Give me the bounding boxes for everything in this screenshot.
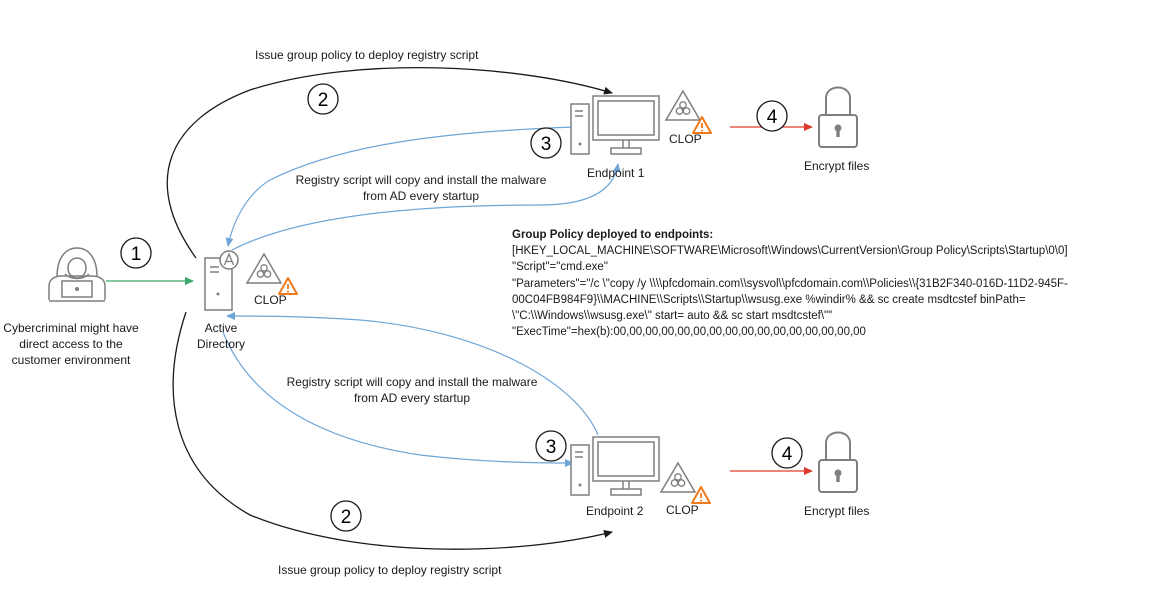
warning-icon <box>692 116 712 134</box>
group-policy-line: "Script"="cmd.exe" <box>512 261 608 274</box>
step-2-marker: 2 <box>307 83 339 115</box>
registry-script-label-bottom: Registry script will copy and install th… <box>277 374 547 406</box>
active-directory-label: Active Directory <box>183 320 259 352</box>
svg-text:1: 1 <box>131 244 142 265</box>
group-policy-line: [HKEY_LOCAL_MACHINE\SOFTWARE\Microsoft\W… <box>512 245 1068 258</box>
svg-text:2: 2 <box>341 507 352 528</box>
biohazard-icon <box>245 252 283 284</box>
desktop-computer-icon <box>570 436 660 496</box>
step-2-marker: 2 <box>330 500 362 532</box>
arrow-script-ad-to-ep2 <box>222 331 574 467</box>
group-policy-line: \"C:\\Windows\\wsusg.exe\" start= auto &… <box>512 310 833 323</box>
server-icon <box>204 250 239 311</box>
svg-text:4: 4 <box>782 444 793 465</box>
svg-text:4: 4 <box>767 107 778 128</box>
svg-text:2: 2 <box>318 90 329 111</box>
arrow-script-ep2-to-ad <box>226 312 599 436</box>
group-policy-line: 00C04FB984F9}\\MACHINE\\Scripts\\Startup… <box>512 293 1026 306</box>
registry-script-line: Registry script will copy and install th… <box>295 173 547 187</box>
attacker-line: Cybercriminal might have <box>3 321 139 335</box>
registry-script-label-top: Registry script will copy and install th… <box>286 172 556 204</box>
clop-label-endpoint-2: CLOP <box>666 503 699 517</box>
desktop-computer-icon <box>570 95 660 155</box>
group-policy-block: Group Policy deployed to endpoints: [HKE… <box>512 227 1068 340</box>
endpoint-1-label: Endpoint 1 <box>587 166 645 180</box>
attacker-label: Cybercriminal might have direct access t… <box>0 320 142 368</box>
step-3-marker: 3 <box>535 430 567 462</box>
padlock-icon <box>818 86 858 148</box>
arrow-script-ep1-to-ad <box>225 126 574 247</box>
arrow-script-ad-to-ep1 <box>231 163 621 251</box>
group-policy-heading: Group Policy deployed to endpoints: <box>512 229 714 241</box>
hacker-icon <box>48 247 106 302</box>
step-4-marker: 4 <box>756 100 788 132</box>
svg-text:3: 3 <box>541 134 552 155</box>
encrypt-files-label-2: Encrypt files <box>804 504 870 518</box>
registry-script-line: from AD every startup <box>362 189 480 203</box>
step-4-marker: 4 <box>771 437 803 469</box>
issue-gp-label-bottom: Issue group policy to deploy registry sc… <box>278 563 502 577</box>
padlock-icon <box>818 431 858 493</box>
endpoint-2-label: Endpoint 2 <box>586 504 644 518</box>
step-3-marker: 3 <box>530 127 562 159</box>
encrypt-files-label-1: Encrypt files <box>804 159 870 173</box>
arrow-gp-to-endpoint2 <box>172 311 613 550</box>
active-directory-line: Directory <box>196 337 245 351</box>
svg-text:3: 3 <box>546 437 557 458</box>
attacker-line: direct access to the <box>19 337 123 351</box>
arrow-gp-to-endpoint1 <box>166 66 613 259</box>
biohazard-icon <box>664 89 702 121</box>
attacker-line: customer environment <box>11 353 131 367</box>
step-1-marker: 1 <box>120 237 152 269</box>
clop-label-endpoint-1: CLOP <box>669 132 702 146</box>
registry-script-line: Registry script will copy and install th… <box>286 375 538 389</box>
warning-icon <box>691 486 711 504</box>
biohazard-icon <box>659 461 697 493</box>
clop-label-ad: CLOP <box>254 293 287 307</box>
group-policy-line: "Parameters"="/c \"copy /y \\\\pfcdomain… <box>512 277 1068 290</box>
active-directory-line: Active <box>204 321 238 335</box>
warning-icon <box>278 277 298 295</box>
group-policy-line: "ExecTime"=hex(b):00,00,00,00,00,00,00,0… <box>512 326 866 339</box>
registry-script-line: from AD every startup <box>353 391 471 405</box>
issue-gp-label-top: Issue group policy to deploy registry sc… <box>255 48 479 62</box>
